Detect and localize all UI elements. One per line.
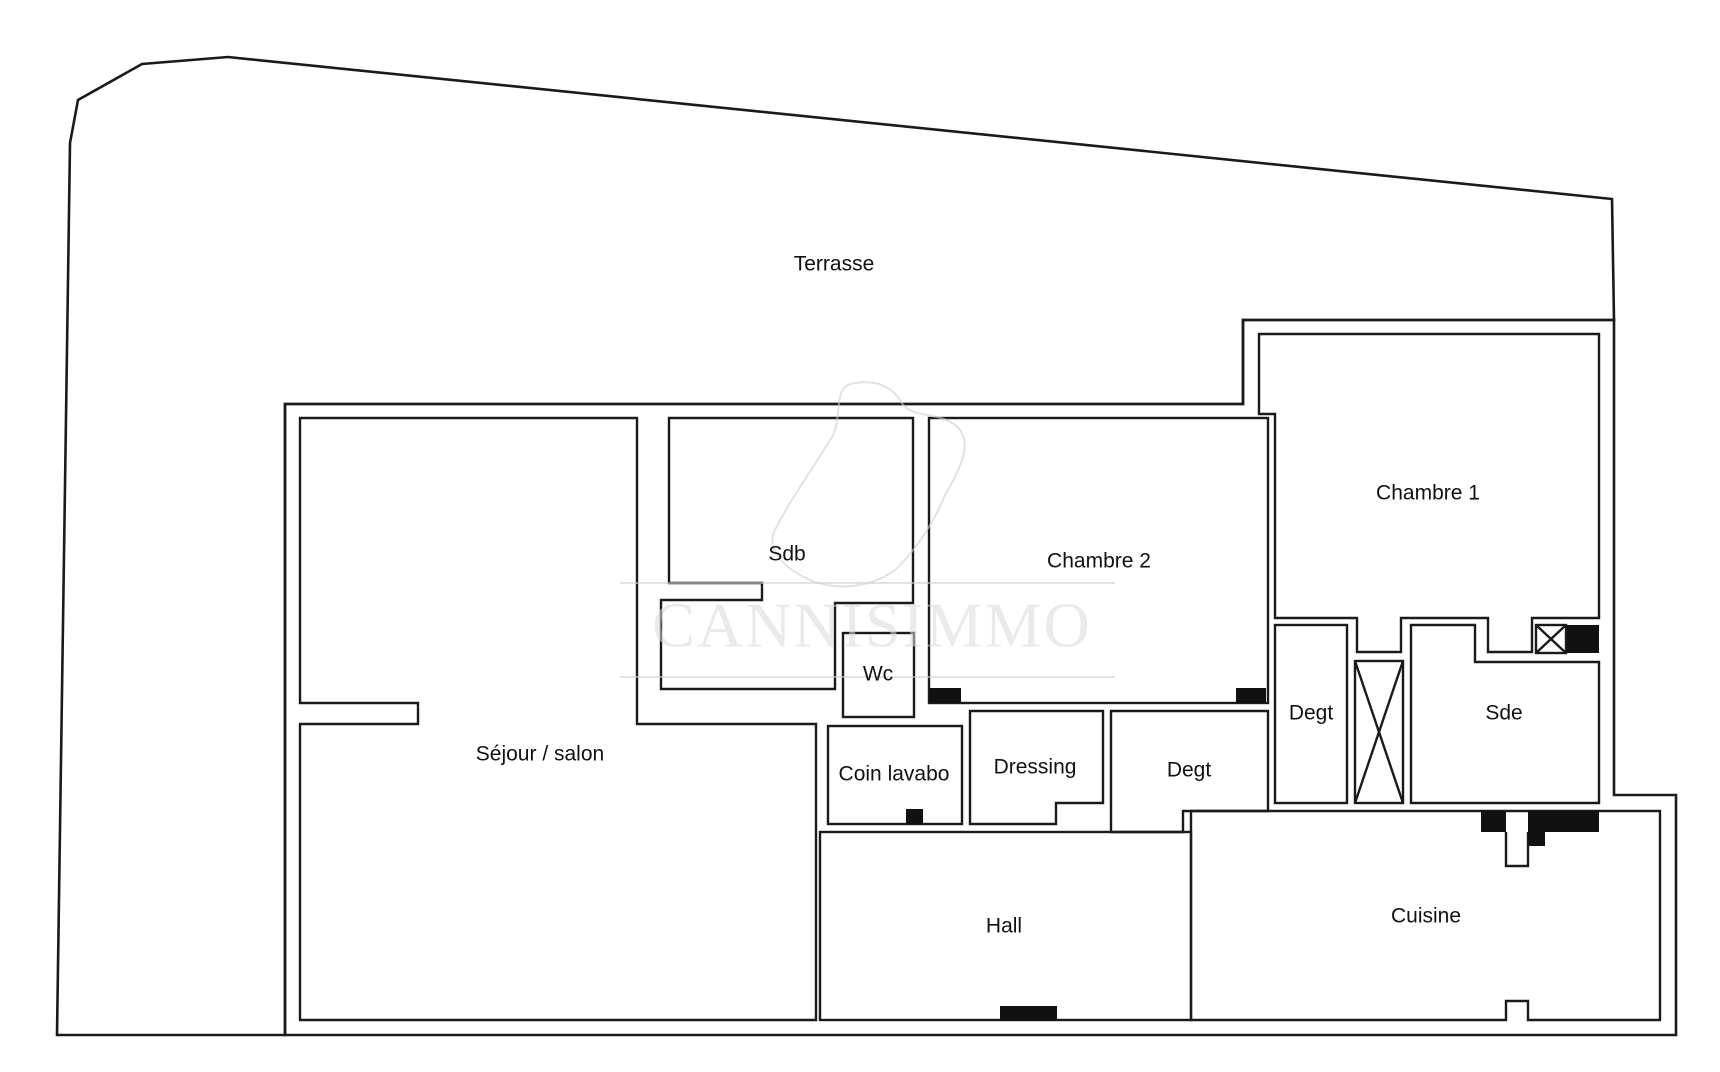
label-sde: Sde xyxy=(1485,702,1522,725)
chambre2-walls xyxy=(927,416,1270,705)
degt-left-walls xyxy=(1273,623,1349,805)
label-coin-lavabo: Coin lavabo xyxy=(839,763,950,786)
watermark: CANNISIMMO xyxy=(620,381,1115,678)
label-cuisine: Cuisine xyxy=(1391,905,1461,928)
label-degt-left: Degt xyxy=(1289,702,1334,725)
basin-coin-lavabo xyxy=(906,809,923,824)
sde-walls xyxy=(1409,623,1601,805)
cuisine-walls xyxy=(1189,809,1662,1022)
shaft-chambre1-cross-b xyxy=(1535,624,1567,654)
label-hall: Hall xyxy=(986,915,1022,938)
label-terrasse: Terrasse xyxy=(794,253,875,276)
label-sdb: Sdb xyxy=(768,543,805,566)
radiator-chambre2-right xyxy=(1236,688,1266,703)
watermark-brand: CANNISIMMO xyxy=(652,590,1092,661)
radiator-chambre2-left xyxy=(930,688,961,703)
watermark-figure-icon xyxy=(771,381,966,588)
shaft-cross-b xyxy=(1353,660,1405,804)
coin-lavabo-walls xyxy=(826,724,964,826)
dressing-walls xyxy=(968,709,1105,826)
terrace-outline xyxy=(55,55,1616,1037)
label-chambre2: Chambre 2 xyxy=(1047,550,1151,573)
wc-walls xyxy=(841,631,916,719)
label-chambre1: Chambre 1 xyxy=(1376,482,1480,505)
label-wc: Wc xyxy=(863,663,893,686)
shaft-walls xyxy=(1353,659,1405,805)
shaft-chambre1 xyxy=(1534,623,1568,655)
duct-cuisine-left xyxy=(1481,811,1506,832)
label-dressing: Dressing xyxy=(994,756,1077,779)
chambre1-walls xyxy=(1257,332,1601,654)
label-degt-right: Degt xyxy=(1167,759,1212,782)
apartment-outer-wall xyxy=(283,318,1678,1037)
label-sejour: Séjour / salon xyxy=(476,743,604,766)
radiator-chambre1 xyxy=(1566,625,1599,653)
duct-cuisine-right xyxy=(1528,811,1599,846)
duct-cuisine-pillar xyxy=(1504,832,1530,868)
sejour-walls xyxy=(298,416,818,1022)
radiator-hall xyxy=(1000,1006,1057,1021)
